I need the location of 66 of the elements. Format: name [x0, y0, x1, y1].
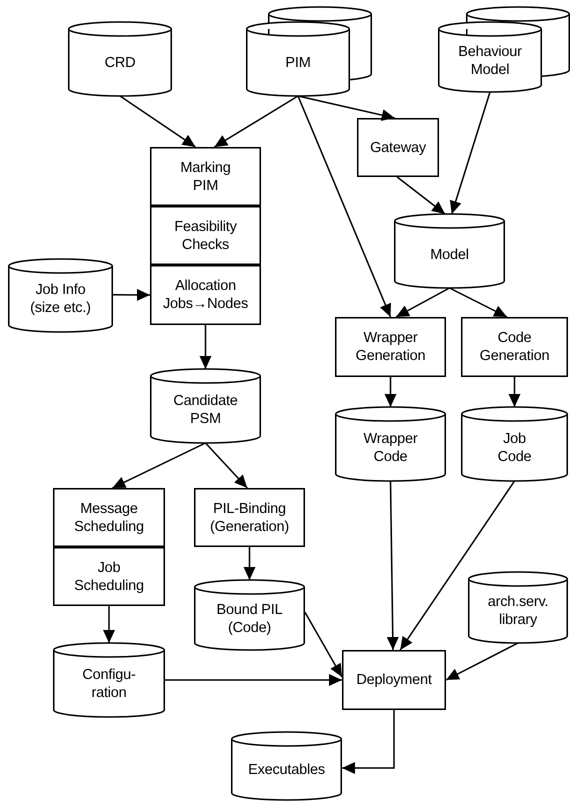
arrow: [298, 95, 395, 121]
node-label: Gateway: [369, 138, 427, 156]
node-label: Executables: [247, 760, 326, 778]
storage-cylinder: [394, 214, 505, 288]
storage-cylinder: [8, 259, 113, 332]
arrow: [200, 325, 212, 369]
node-label: Wrapper Code: [362, 430, 418, 466]
arrow: [204, 442, 248, 488]
node-label: Deployment: [355, 671, 433, 689]
process-box: [342, 650, 446, 710]
arrow: [384, 377, 396, 407]
arrow: [450, 92, 491, 214]
node-label: Configu- ration: [81, 666, 137, 702]
process-box: [53, 488, 165, 547]
storage-cylinder: [68, 22, 172, 96]
storage-cylinder: [246, 22, 350, 96]
node-label: Job Scheduling: [73, 558, 145, 594]
arrow: [297, 96, 392, 318]
process-box: [461, 317, 568, 377]
arrow: [449, 287, 508, 318]
arrow: [396, 176, 446, 215]
node-label: Marking PIM: [179, 158, 232, 194]
storage-cylinder: [53, 643, 165, 717]
arrow: [112, 442, 206, 489]
storage-cylinder: [150, 369, 261, 443]
arrow: [214, 95, 298, 148]
process-box: [357, 118, 439, 177]
process-box: [335, 317, 446, 377]
node-label: Feasibility Checks: [173, 218, 238, 254]
arrow: [446, 642, 518, 681]
arrow: [244, 547, 256, 580]
arrow: [165, 674, 342, 686]
process-box: [194, 488, 305, 547]
arrow: [396, 287, 450, 318]
node-label: arch.serv. library: [486, 593, 550, 629]
arrow: [120, 95, 196, 148]
node-label: PIM: [284, 54, 312, 72]
storage-cylinder: [194, 580, 305, 650]
storage-cylinder: [231, 732, 342, 800]
arrow: [304, 612, 343, 678]
node-label: Message Scheduling: [73, 500, 145, 536]
node-label: CRD: [104, 54, 136, 72]
node-label: Job Info (size etc.): [29, 281, 92, 317]
node-label: Bound PIL (Code): [216, 600, 284, 636]
node-label: Code Generation: [478, 329, 550, 365]
arrow: [508, 377, 520, 407]
arrow: [113, 288, 150, 301]
node-label: Job Code: [496, 430, 532, 466]
process-box: [150, 147, 261, 206]
process-box: [53, 547, 165, 606]
storage-cylinder: [438, 22, 542, 92]
arrow: [342, 710, 395, 774]
storage-cylinder: [461, 407, 568, 481]
process-box: [150, 265, 261, 325]
process-box: [150, 206, 261, 265]
node-label: PIL-Binding (Generation): [209, 500, 290, 536]
arrow: [386, 480, 399, 650]
node-label: Wrapper Generation: [354, 329, 426, 365]
node-label: Allocation Jobs→Nodes: [162, 277, 250, 313]
arrow: [400, 480, 516, 650]
arrow: [103, 606, 115, 643]
node-label: Model: [429, 246, 470, 264]
storage-cylinder: [468, 572, 568, 643]
node-label: Candidate PSM: [172, 392, 239, 428]
storage-cylinder: [335, 407, 446, 481]
node-label: Behaviour Model: [457, 42, 523, 78]
